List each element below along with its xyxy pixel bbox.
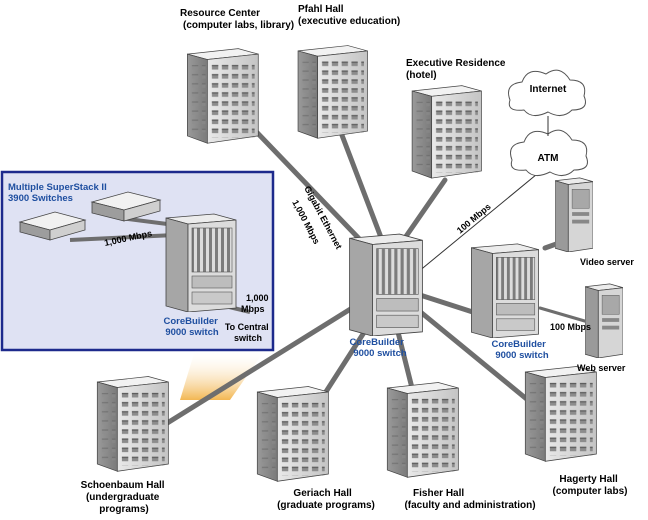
inset-switch-label: CoreBuilder 9000 switch	[163, 316, 220, 338]
web-speed-label: 100 Mbps	[550, 322, 591, 332]
central-switch-label: CoreBuilder 9000 switch	[349, 337, 406, 359]
atm-cloud-icon	[510, 129, 588, 176]
internet-cloud-icon	[508, 69, 586, 116]
right-switch-label: CoreBuilder 9000 switch	[491, 339, 548, 361]
to-central-switch-label: To Central switch	[225, 322, 271, 343]
superstack-switch-icon	[18, 211, 87, 241]
inset-switch-rack-icon	[165, 213, 237, 312]
link-pfahl-hall	[337, 127, 385, 243]
fisher-hall-label: Fisher Hall (faculty and administration)	[404, 488, 535, 511]
link-atm	[417, 164, 549, 273]
link-schoenbaum-hall	[137, 297, 368, 443]
fisher-hall-building-icon	[386, 382, 459, 478]
atm-label: ATM	[538, 153, 559, 164]
schoenbaum-hall-label: Schoenbaum Hall (undergraduate programs)	[81, 480, 168, 515]
video-server-label: Video server	[580, 257, 634, 267]
schoenbaum-hall-building-icon	[96, 376, 169, 472]
superstack-switch-icon	[90, 191, 162, 222]
executive-residence-label: Executive Residence (hotel)	[406, 58, 508, 81]
inset-uplink-speed-label: 1,000 Mbps	[241, 293, 271, 314]
executive-residence-building-icon	[411, 85, 482, 179]
inset-highlight-beam	[180, 350, 265, 400]
pfahl-hall-label: Pfahl Hall (executive education)	[298, 4, 400, 27]
geriach-hall-label: Geriach Hall (graduate programs)	[277, 488, 375, 511]
hagerty-hall-label: Hagerty Hall (computer labs)	[552, 474, 627, 497]
resource-center-label: Resource Center (computer labs, library)	[180, 8, 294, 31]
right-switch-rack-icon	[470, 243, 539, 338]
link-resource-center	[242, 117, 373, 253]
video-server-icon	[555, 177, 593, 252]
central-switch-rack-icon	[349, 233, 423, 336]
web-server-icon	[585, 283, 623, 358]
geriach-hall-building-icon	[256, 386, 329, 482]
link-hagerty-hall	[409, 302, 543, 413]
hagerty-hall-building-icon	[524, 366, 597, 462]
internet-label: Internet	[530, 84, 567, 95]
atm-speed-label: 100 Mbps	[455, 202, 493, 236]
inset-title-label: Multiple SuperStack II 3900 Switches	[8, 182, 109, 204]
resource-center-building-icon	[186, 48, 259, 144]
web-server-label: Web server	[577, 363, 626, 373]
pfahl-hall-building-icon	[297, 45, 368, 139]
link-executive-residence	[397, 177, 448, 248]
